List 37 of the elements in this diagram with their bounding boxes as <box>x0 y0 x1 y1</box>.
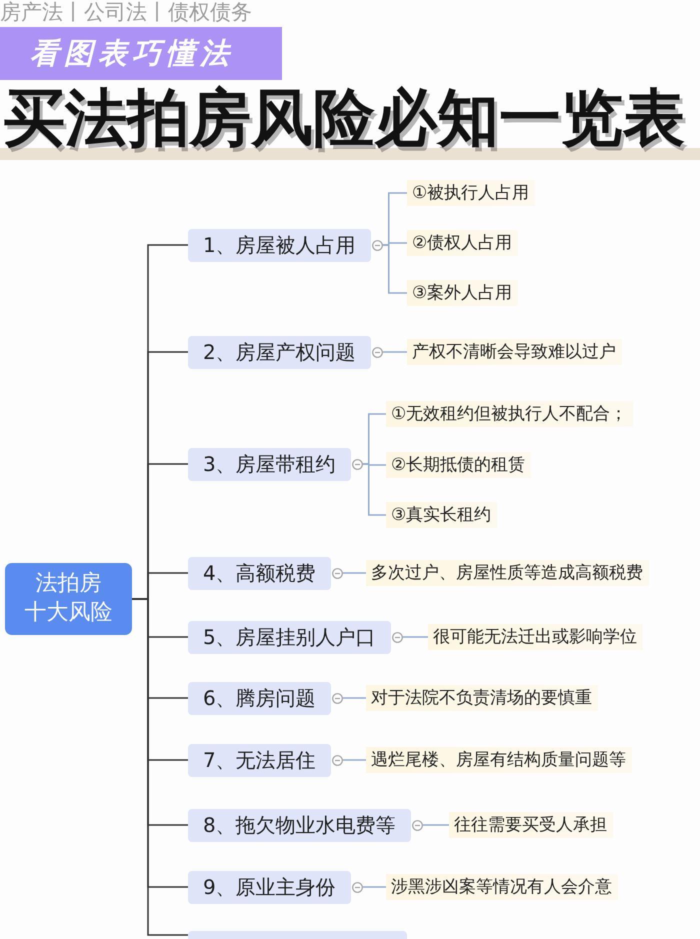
connector-line <box>362 886 386 888</box>
connector-line <box>382 244 407 294</box>
topic-box: 4、高额税费 <box>188 556 331 590</box>
topic-box: 5、房屋挂别人户口 <box>188 620 391 654</box>
detail-note: ①无效租约但被执行人不配合； <box>386 401 634 427</box>
connector-line <box>422 824 449 826</box>
detail-note: 涉黑涉凶案等情况有人会介意 <box>386 874 618 900</box>
connector-line <box>342 697 366 699</box>
header-category-text: 房产法丨公司法丨债权债务 <box>0 0 252 24</box>
detail-note: ②债权人占用 <box>407 230 518 256</box>
topic-box: 9、原业主身份 <box>188 870 351 904</box>
detail-note: 对于法院不负责清场的要慎重 <box>366 685 598 711</box>
tagline-banner: 看图表巧懂法 <box>0 27 282 80</box>
topic-box: 6、腾房问题 <box>188 682 331 714</box>
detail-note: 多次过户、房屋性质等造成高额税费 <box>366 560 649 586</box>
connector-line <box>382 351 407 353</box>
page-title: 买法拍房风险必知一览表 <box>3 84 685 152</box>
detail-note: 产权不清晰会导致难以过户 <box>407 339 622 365</box>
detail-note: ③真实长租约 <box>386 502 498 528</box>
connector-line <box>362 463 386 516</box>
root-topic-box <box>5 563 132 635</box>
detail-note: 遇烂尾楼、房屋有结构质量问题等 <box>366 747 632 773</box>
connector-line <box>342 572 366 574</box>
detail-note: 很可能无法迁出或影响学位 <box>428 624 643 650</box>
topic-box: 1、房屋被人占用 <box>188 228 371 262</box>
topic-box <box>188 931 407 939</box>
topic-box: 7、无法居住 <box>188 744 331 776</box>
topic-box: 3、房屋带租约 <box>188 448 351 480</box>
topic-box: 2、房屋产权问题 <box>188 336 371 368</box>
topic-box: 8、拖欠物业水电费等 <box>188 808 411 842</box>
connector-line <box>342 759 366 761</box>
detail-note: ③案外人占用 <box>407 280 518 306</box>
detail-note: ②长期抵债的租赁 <box>386 452 532 478</box>
detail-note: ①被执行人占用 <box>407 180 536 206</box>
root-topic-text: 法拍房十大风险 <box>23 570 114 627</box>
connector-line <box>402 636 428 638</box>
detail-note: 往往需要买受人承担 <box>449 812 613 838</box>
